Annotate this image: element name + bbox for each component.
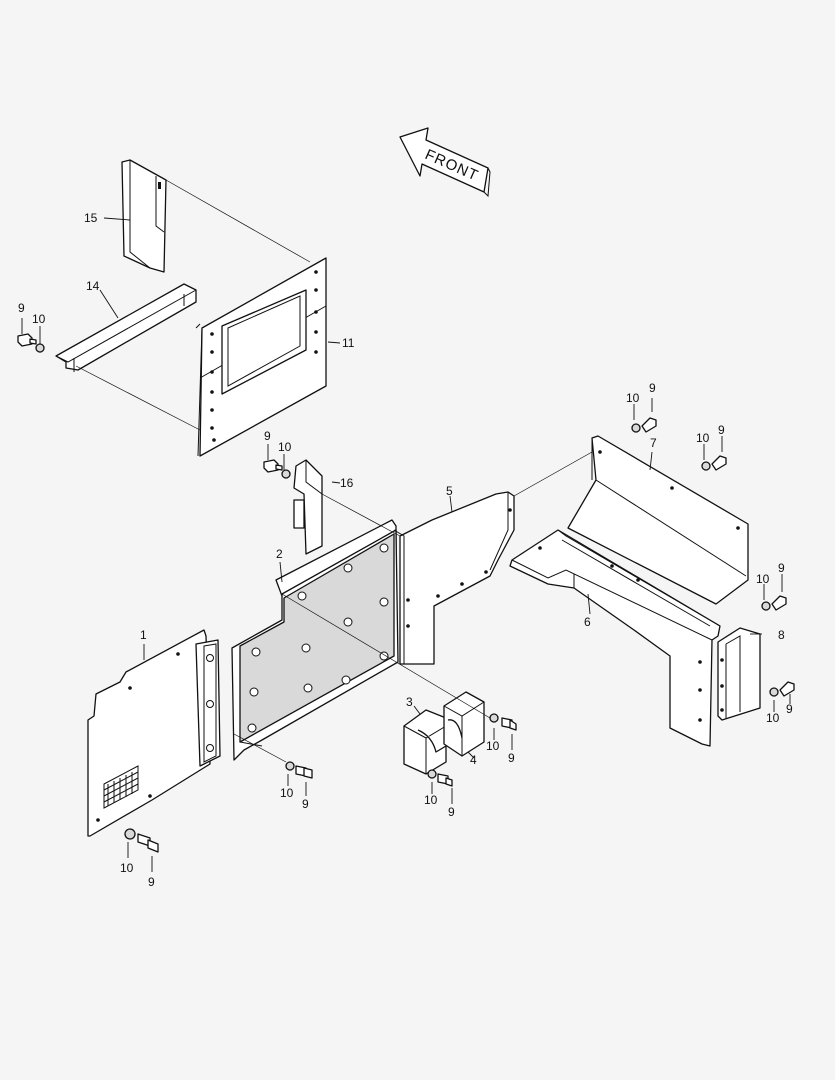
callout-3: 3 (406, 695, 413, 709)
bolt-washer-pair-c (631, 417, 657, 433)
panel-11-holes (210, 270, 318, 442)
callout-6: 6 (584, 615, 591, 629)
part-16-small-bracket (293, 459, 323, 555)
part-15-bracket (121, 159, 167, 273)
callout-10-i: 10 (424, 793, 438, 807)
leader-lines (21, 217, 791, 872)
bolt-washer-pair-g (489, 713, 517, 731)
callout-9-e: 9 (778, 561, 785, 575)
callout-9-i: 9 (448, 805, 455, 819)
part-11-window-panel (195, 257, 327, 457)
part-8-angle-bracket (717, 627, 761, 721)
callout-10-c: 10 (626, 391, 640, 405)
bolt-washer-pair-a (17, 333, 45, 353)
callout-7: 7 (650, 436, 657, 450)
part-14-angle-strip (55, 283, 197, 372)
part-5-side-panel (399, 491, 515, 665)
bolt-washer-pair-j (124, 828, 159, 853)
part-6-support-frame (509, 529, 721, 747)
bolt-washer-pair-d (701, 455, 727, 471)
callout-1: 1 (140, 628, 147, 642)
callout-15: 15 (84, 211, 98, 225)
callout-9-h: 9 (302, 797, 309, 811)
bolt-washer-pair-i (427, 769, 453, 787)
callout-10-a: 10 (32, 312, 46, 326)
part-4-clamp-block (443, 691, 485, 757)
bolt-washer-pair-b (263, 459, 291, 479)
bolt-washer-pair-h (285, 761, 313, 779)
callout-labels: 15 14 11 16 2 5 7 6 8 1 3 4 9 10 9 10 10… (18, 211, 793, 889)
callout-14: 14 (86, 279, 100, 293)
callout-10-e: 10 (756, 572, 770, 586)
callout-2: 2 (276, 547, 283, 561)
callout-9-g: 9 (508, 751, 515, 765)
callout-9-d: 9 (718, 423, 725, 437)
callout-9-j: 9 (148, 875, 155, 889)
callout-5: 5 (446, 484, 453, 498)
callout-10-j: 10 (120, 861, 134, 875)
callout-10-f: 10 (766, 711, 780, 725)
front-direction-arrow: FRONT (399, 127, 491, 198)
part-3-clamp-block (403, 709, 447, 775)
part-2-cover-panel (231, 519, 405, 761)
panel-2-holes (247, 543, 389, 733)
callout-9-b: 9 (264, 429, 271, 443)
callout-9-c: 9 (649, 381, 656, 395)
callout-10-g: 10 (486, 739, 500, 753)
assembly-lines (75, 179, 593, 763)
callout-10-h: 10 (280, 786, 294, 800)
fasteners (17, 333, 795, 853)
callout-16: 16 (340, 476, 354, 490)
part-7-top-cover (567, 435, 749, 605)
bolt-washer-pair-f (769, 681, 795, 697)
callout-8: 8 (778, 628, 785, 642)
callout-11: 11 (342, 336, 355, 350)
callout-4: 4 (470, 753, 477, 767)
callout-10-b: 10 (278, 440, 292, 454)
callout-9-f: 9 (786, 702, 793, 716)
bolt-washer-pair-e (761, 595, 787, 611)
part-1-grille-plate (87, 629, 221, 837)
callout-10-d: 10 (696, 431, 710, 445)
callout-9-a: 9 (18, 301, 25, 315)
